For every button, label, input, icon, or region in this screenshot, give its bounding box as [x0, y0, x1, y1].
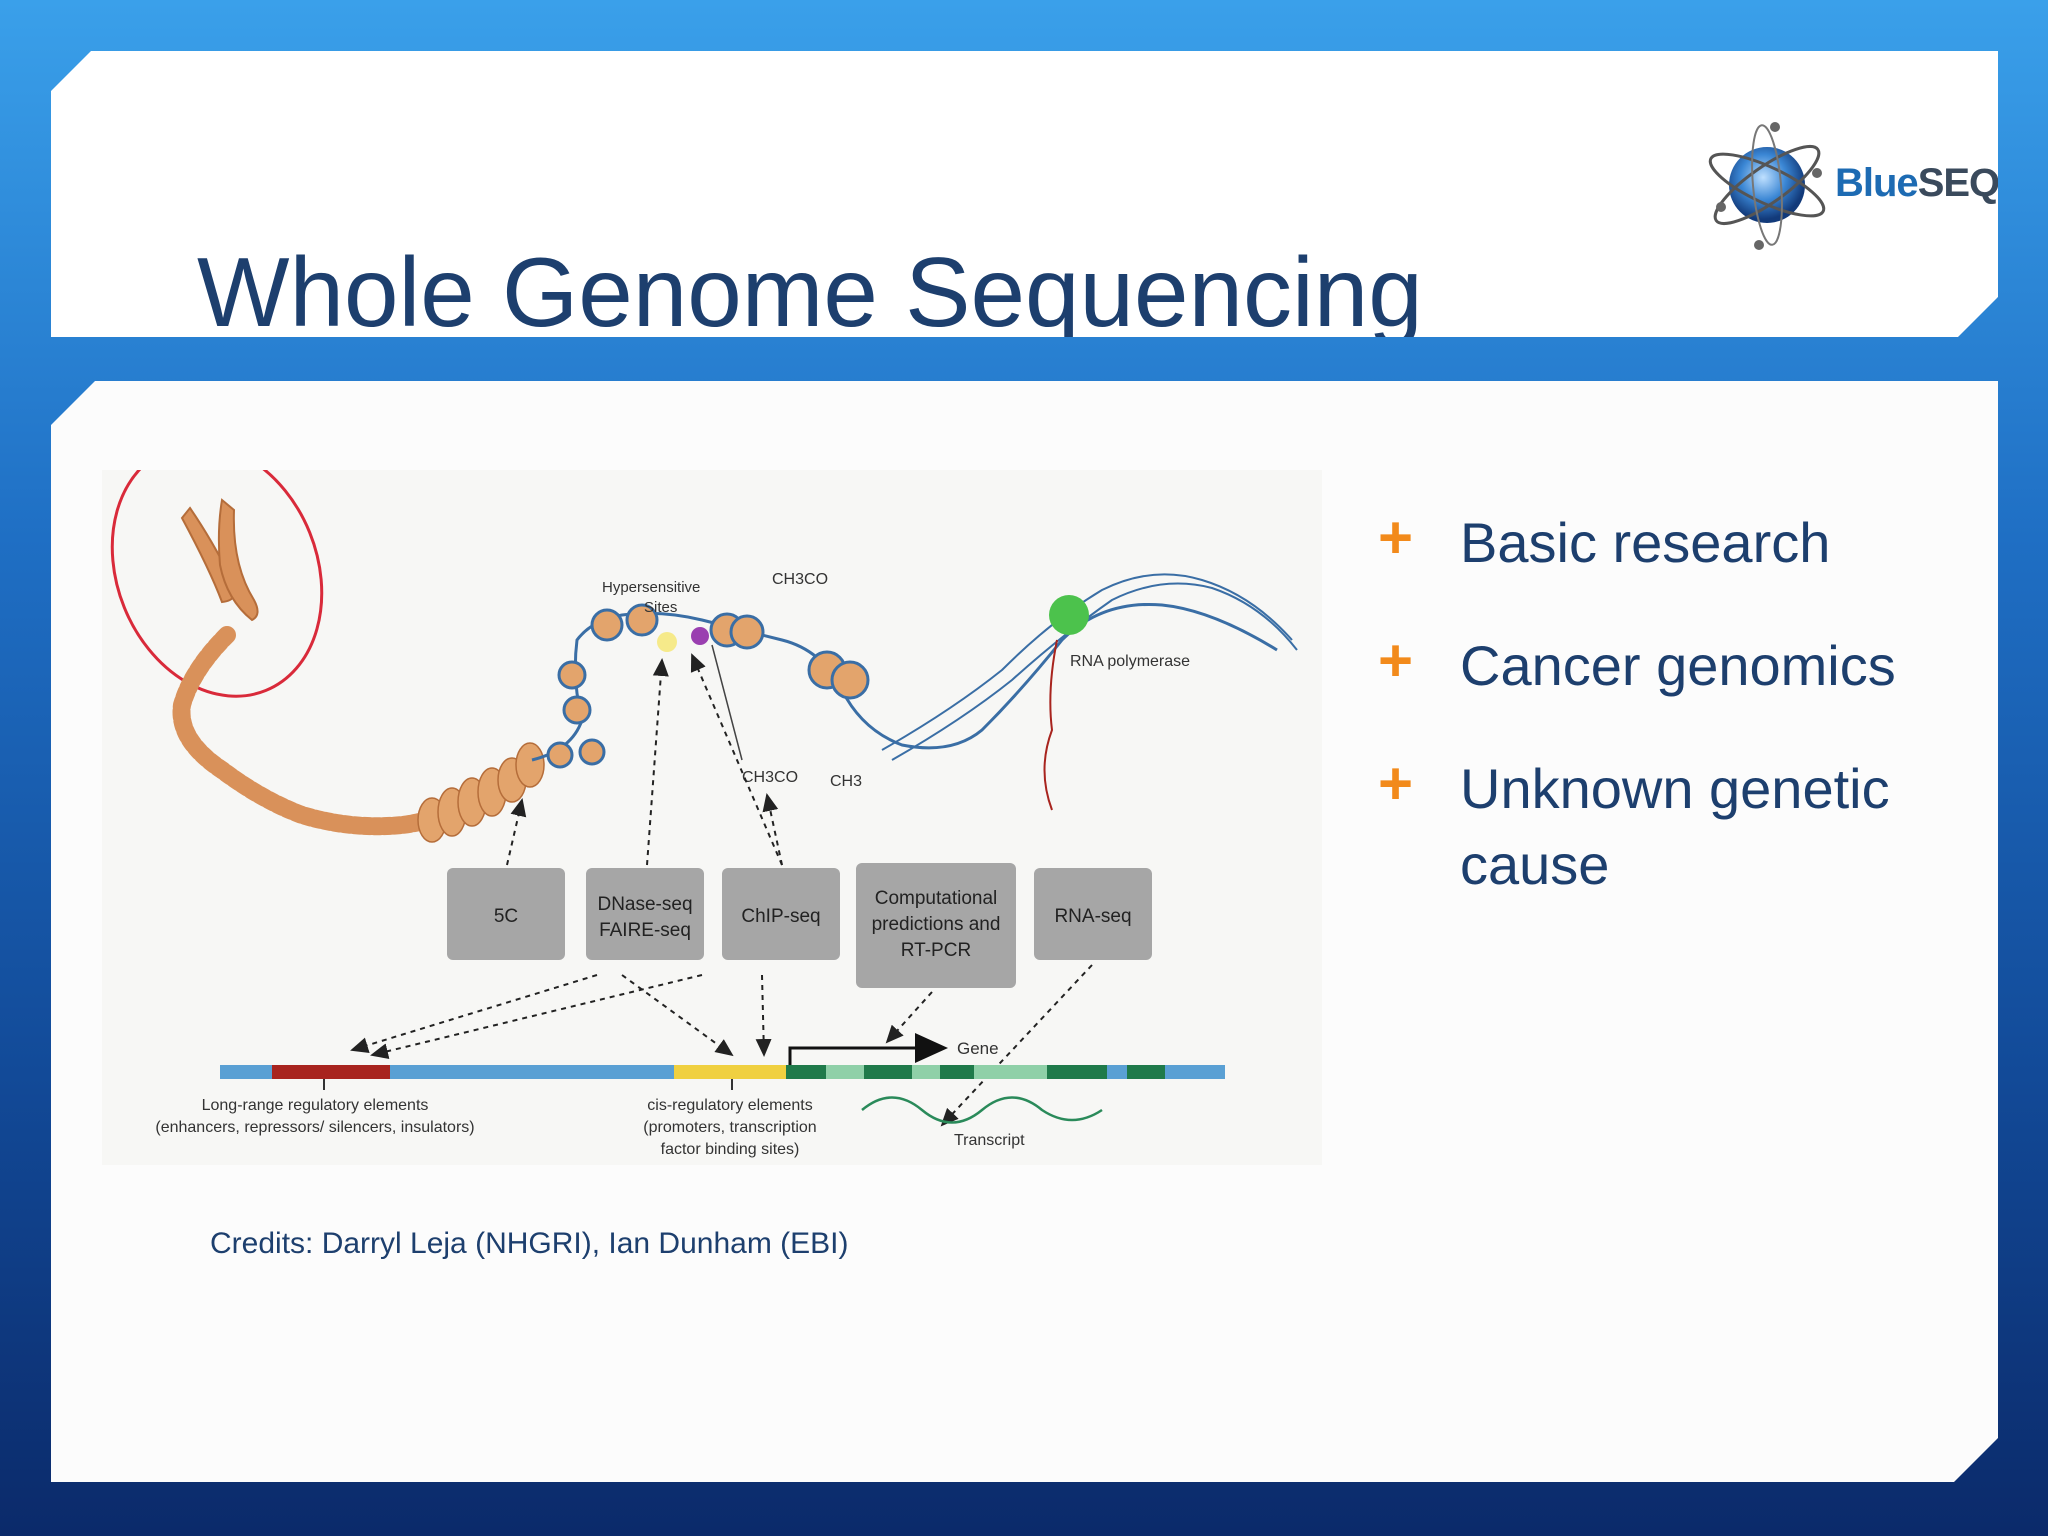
box-dnase-label-2: FAIRE-seq	[599, 920, 691, 941]
ch3co-mid-label: CH3CO	[742, 769, 798, 786]
title-panel: Whole Genome Sequencing BlueSEQ	[51, 51, 1998, 337]
plus-icon: +	[1378, 627, 1414, 694]
nucleosomes	[546, 603, 870, 769]
blueseq-logo: BlueSEQ	[1699, 117, 2009, 257]
ch3-label: CH3	[830, 773, 862, 790]
upward-arrows	[506, 653, 783, 866]
box-comp-label-2: predictions and	[872, 914, 1001, 935]
box-dnase-seq	[586, 868, 704, 960]
box-rna-label: RNA-seq	[1054, 906, 1131, 927]
bullet-item: + Cancer genomics	[1378, 628, 1998, 704]
bullet-list: + Basic research + Cancer genomics + Unk…	[1378, 505, 1998, 950]
chromatin-fiber	[172, 626, 481, 836]
plus-icon: +	[1378, 750, 1414, 817]
genome-diagram-svg: Hypersensitive Sites CH3CO CH3CO CH3 RNA…	[110, 442, 1298, 1158]
gene-label: Gene	[957, 1039, 999, 1058]
gene-exons	[786, 1065, 1165, 1079]
globe-atom-icon	[1699, 117, 1839, 257]
bullet-item: + Unknown genetic cause	[1378, 751, 1998, 903]
box-computational	[856, 863, 1016, 988]
plus-icon: +	[1378, 504, 1414, 571]
credits-text: Credits: Darryl Leja (NHGRI), Ian Dunham…	[210, 1227, 849, 1260]
rna-polymerase	[1049, 595, 1089, 635]
hypersensitive-site	[657, 632, 677, 652]
bullet-text: Unknown genetic cause	[1460, 757, 1890, 896]
box-chip-seq	[722, 868, 840, 960]
cis-label-2: (promoters, transcription	[643, 1119, 816, 1136]
chromosome	[180, 498, 259, 622]
box-rna-seq	[1034, 868, 1152, 960]
ch3co-pointer	[711, 644, 743, 761]
logo-text-seq: SEQ	[1917, 161, 2000, 205]
cis-label-3: factor binding sites)	[661, 1141, 800, 1158]
technique-boxes	[447, 863, 1152, 988]
ch3co-top-label: CH3CO	[772, 571, 828, 588]
modification-dot	[691, 627, 709, 645]
downward-arrows	[350, 964, 1093, 1127]
cis-label-1: cis-regulatory elements	[647, 1097, 812, 1114]
slide-title: Whole Genome Sequencing	[197, 237, 1423, 347]
cis-segment	[674, 1065, 786, 1079]
box-comp-label-3: RT-PCR	[901, 940, 971, 961]
box-dnase-label-1: DNase-seq	[597, 894, 692, 915]
box-5c	[447, 868, 565, 960]
transcript-wave	[861, 1096, 1103, 1124]
dna-helix	[881, 573, 1298, 761]
long-range-label-2: (enhancers, repressors/ silencers, insul…	[155, 1119, 474, 1136]
rna-strand	[1043, 639, 1058, 811]
box-comp-label-1: Computational	[875, 888, 998, 909]
chromatin-loops	[417, 742, 545, 843]
long-range-label-1: Long-range regulatory elements	[202, 1097, 429, 1114]
transcript-label: Transcript	[954, 1132, 1025, 1149]
gene-arrow	[788, 1033, 948, 1065]
box-5c-label: 5C	[494, 906, 518, 927]
bullet-item: + Basic research	[1378, 505, 1998, 581]
long-range-segment	[272, 1065, 390, 1079]
genome-diagram: Hypersensitive Sites CH3CO CH3CO CH3 RNA…	[102, 442, 1322, 1165]
box-chip-label: ChIP-seq	[741, 906, 820, 927]
hypersensitive-label-1: Hypersensitive	[602, 579, 700, 596]
bullet-text: Cancer genomics	[1460, 634, 1896, 697]
hypersensitive-label-2: Sites	[644, 599, 677, 616]
bullet-text: Basic research	[1460, 511, 1831, 574]
rna-polymerase-label: RNA polymerase	[1070, 653, 1190, 670]
logo-text-blue: Blue	[1835, 161, 1918, 205]
